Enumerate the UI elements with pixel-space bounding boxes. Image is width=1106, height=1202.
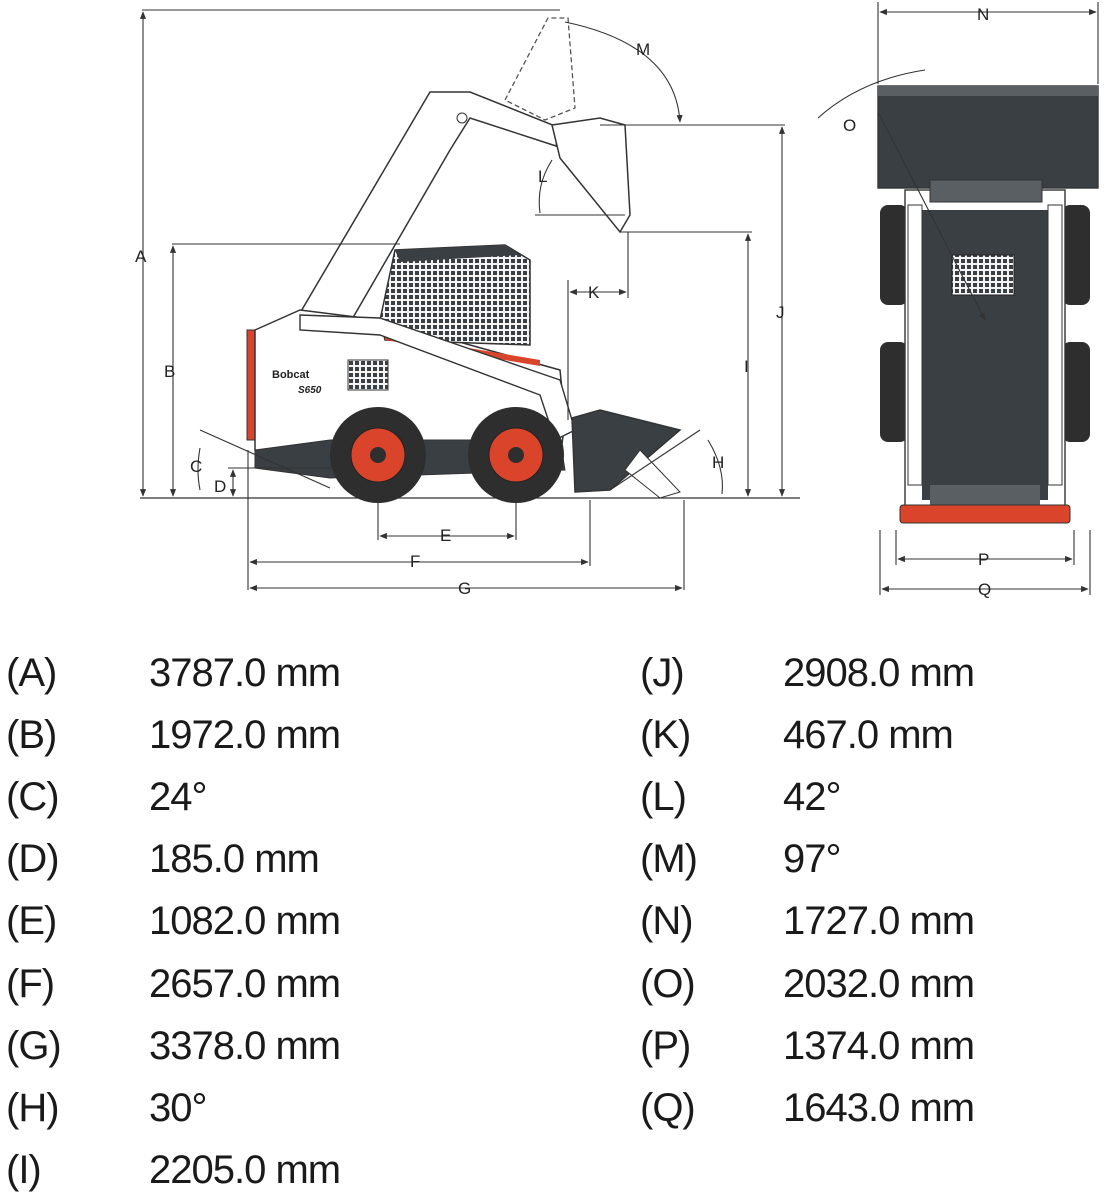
spec-value: 185.0 mm: [149, 837, 320, 882]
spec-code: (L): [640, 774, 687, 819]
spec-code: (N): [640, 899, 694, 944]
dim-label-i: I: [744, 357, 749, 376]
top-tire-rear-left: [880, 342, 908, 442]
bucket-dump-position: [551, 117, 631, 234]
spec-value: 2205.0 mm: [149, 1148, 341, 1193]
spec-code: (O): [640, 961, 696, 1006]
spec-code: (B): [6, 712, 57, 757]
spec-code: (A): [6, 650, 57, 695]
top-tire-front-left: [880, 205, 908, 305]
spec-row-f: (F) 2657.0 mm: [6, 953, 341, 1015]
dim-label-n: N: [977, 5, 989, 24]
dim-label-m: M: [636, 40, 650, 59]
dim-label-c: C: [190, 457, 202, 476]
dim-label-q: Q: [978, 580, 991, 599]
spec-value: 30°: [149, 1085, 207, 1130]
spec-row-d: (D) 185.0 mm: [6, 829, 340, 891]
spec-code: (I): [6, 1148, 42, 1193]
dim-label-a: A: [135, 247, 147, 266]
spec-row-g: (G) 3378.0 mm: [6, 1015, 341, 1077]
spec-value: 24°: [149, 774, 207, 819]
spec-value: 1972.0 mm: [149, 712, 341, 757]
spec-value: 1374.0 mm: [783, 1023, 975, 1068]
spec-value: 1727.0 mm: [783, 899, 975, 944]
spec-code: (Q): [640, 1085, 696, 1130]
model-badge-text: S650: [298, 385, 322, 396]
dim-label-l: L: [538, 167, 547, 186]
skid-steer-dimension-diagram: Bobcat S650: [135, 2, 1099, 599]
spec-row-b: (B) 1972.0 mm: [6, 704, 341, 766]
spec-code: (G): [6, 1023, 62, 1068]
dim-label-g: G: [458, 579, 471, 598]
spec-row-l: (L) 42°: [640, 766, 974, 828]
dim-label-f: F: [410, 552, 420, 571]
spec-code: (J): [640, 650, 685, 695]
front-wheel: [468, 407, 564, 503]
spec-row-m: (M) 97°: [640, 829, 974, 891]
brand-logo-text: Bobcat: [272, 369, 310, 381]
spec-row-a: (A) 3787.0 mm: [6, 642, 341, 704]
spec-value: 42°: [783, 774, 841, 819]
spec-value: 1643.0 mm: [783, 1085, 975, 1130]
dim-label-h: H: [712, 453, 724, 472]
dim-label-p: P: [978, 550, 989, 569]
spec-row-j: (J) 2908.0 mm: [640, 642, 975, 704]
spec-row-n: (N) 1727.0 mm: [640, 891, 975, 953]
spec-row-e: (E) 1082.0 mm: [6, 891, 341, 953]
spec-value: 467.0 mm: [783, 712, 954, 757]
spec-value: 2657.0 mm: [149, 961, 341, 1006]
spec-value: 3787.0 mm: [149, 650, 341, 695]
side-view: Bobcat S650: [135, 9, 800, 598]
spec-value: 1082.0 mm: [149, 899, 341, 944]
spec-code: (C): [6, 774, 60, 819]
top-bucket: [877, 85, 1099, 189]
spec-value: 3378.0 mm: [149, 1023, 341, 1068]
spec-code: (F): [6, 961, 55, 1006]
dim-label-k: K: [588, 283, 600, 302]
top-rear-bumper: [899, 504, 1071, 524]
spec-code: (H): [6, 1085, 60, 1130]
spec-row-q: (Q) 1643.0 mm: [640, 1077, 975, 1139]
rear-wheel: [330, 407, 426, 503]
spec-code: (P): [640, 1023, 691, 1068]
spec-row-i: (I) 2205.0 mm: [6, 1140, 341, 1202]
spec-code: (D): [6, 837, 60, 882]
spec-row-c: (C) 24°: [6, 766, 340, 828]
spec-list-left: (A) 3787.0 mm (B) 1972.0 mm (C) 24° (D) …: [6, 642, 341, 1202]
top-view: N O P Q: [817, 2, 1099, 599]
spec-value: 2908.0 mm: [783, 650, 975, 695]
dim-label-d: D: [214, 477, 226, 496]
bucket-rollback-position: [504, 17, 576, 121]
spec-value: 2032.0 mm: [783, 961, 975, 1006]
spec-row-h: (H) 30°: [6, 1077, 340, 1139]
spec-code: (K): [640, 712, 691, 757]
spec-code: (E): [6, 899, 57, 944]
spec-list-right: (J) 2908.0 mm (K) 467.0 mm (L) 42° (M) 9…: [640, 642, 975, 1140]
top-tire-rear-right: [1062, 342, 1090, 442]
spec-code: (M): [640, 837, 698, 882]
side-grille: [347, 359, 389, 391]
dim-label-e: E: [440, 526, 451, 545]
dim-label-b: B: [164, 362, 175, 381]
dim-label-j: J: [776, 303, 785, 322]
spec-row-o: (O) 2032.0 mm: [640, 953, 975, 1015]
spec-value: 97°: [783, 837, 841, 882]
dim-label-o: O: [843, 116, 856, 135]
spec-row-p: (P) 1374.0 mm: [640, 1015, 975, 1077]
spec-row-k: (K) 467.0 mm: [640, 704, 974, 766]
top-tire-front-right: [1062, 205, 1090, 305]
